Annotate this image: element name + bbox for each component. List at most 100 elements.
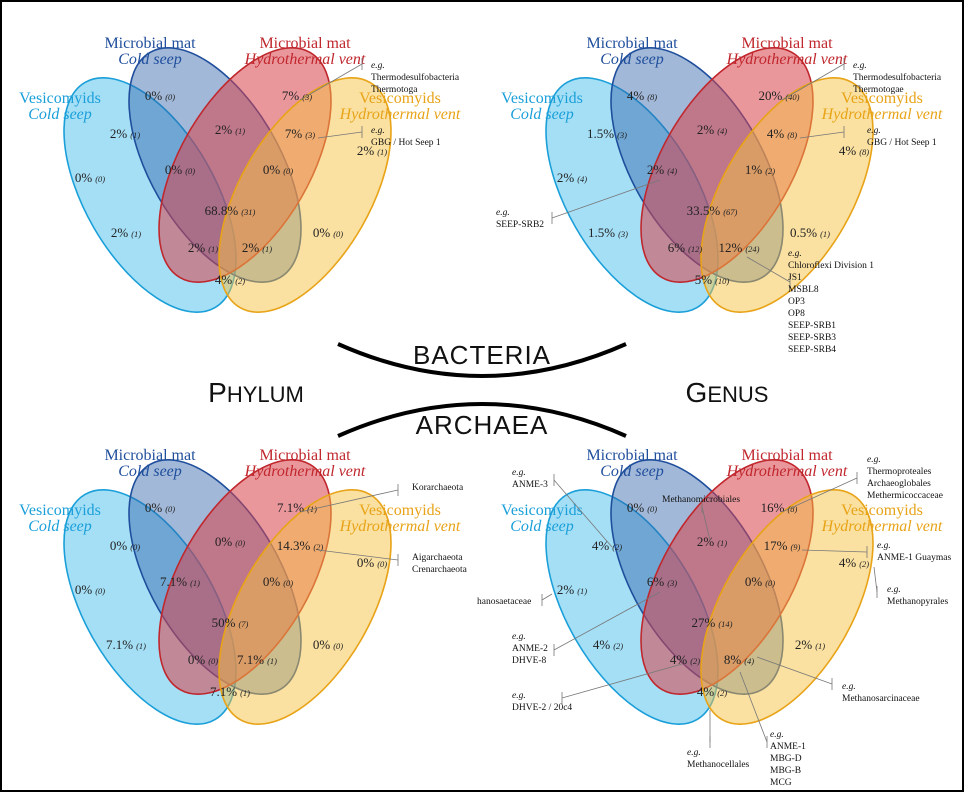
yellow-set-name: Vesicomyids	[359, 502, 441, 519]
genus-heading: GENUS	[686, 377, 769, 408]
annotation-cyan_blue-taxon: ANME-3	[512, 480, 548, 490]
region-cyan_red-value: 7.1%(1)	[106, 637, 146, 652]
annotation-cyan_blue_yellow-taxon: SEEP-SRB4	[788, 345, 836, 355]
region-yellow-value: 4%(2)	[839, 555, 869, 570]
annotation-red_yellow-leader	[317, 549, 399, 561]
region-cyan_red_yellow-value: 4%(2)	[670, 652, 700, 667]
annotation-red-taxon: Thermotogae	[853, 85, 904, 95]
annotation-red-taxon: Thermotoga	[371, 85, 418, 95]
annotation-cyan_blue_yellow-taxon: MBG-D	[770, 754, 802, 764]
region-all-value: 33.5%(67)	[687, 203, 738, 218]
annotation-blue_red-taxon: Methanomicrobiales	[662, 495, 740, 505]
annotation-red_yellow-taxon: GBG / Hot Seep 1	[371, 138, 441, 148]
annotation-red_yellow-taxon: Crenarchaeota	[412, 565, 468, 575]
annotation-red_yellow-leader	[801, 549, 868, 553]
cyan-set-name: Vesicomyids	[19, 502, 101, 519]
cyan-set-name: Vesicomyids	[501, 502, 583, 519]
region-cyan_red_yellow-value: 6%(12)	[668, 240, 703, 255]
annotation-yellow-leader	[873, 566, 878, 593]
blue-set-name: Microbial mat	[586, 447, 678, 464]
blue-set-name: Microbial mat	[104, 35, 196, 52]
annotation-blue_yellow-eg: e.g.	[842, 682, 856, 692]
region-red_yellow-value: 17%(9)	[764, 538, 801, 553]
red-set-name: Microbial mat	[741, 447, 833, 464]
blue-set-habitat: Cold seep	[600, 463, 664, 480]
upper-arc	[337, 342, 627, 378]
region-blue_red-value: 0%(0)	[215, 534, 245, 549]
region-cyan_red-value: 2%(1)	[111, 225, 141, 240]
annotation-red_yellow-leader	[799, 131, 845, 139]
region-cyan_blue-value: 2%(1)	[110, 126, 140, 141]
annotation-red-taxon: Thermodesulfobacteria	[853, 72, 942, 83]
annotation-red-taxon: Archaeoglobales	[867, 479, 931, 489]
blue-set-habitat: Cold seep	[118, 463, 182, 480]
region-yellow-value: 2%(1)	[357, 143, 387, 158]
cyan-set-habitat: Cold seep	[28, 518, 92, 535]
region-cyan_red_yellow-value: 2%(1)	[188, 240, 218, 255]
region-blue_red_yellow-value: 0%(0)	[263, 162, 293, 177]
region-all-value: 68.8%(31)	[205, 203, 256, 218]
region-yellow-value: 0%(0)	[357, 555, 387, 570]
annotation-red_yellow-taxon: GBG / Hot Seep 1	[867, 138, 937, 148]
annotation-red-taxon: Methermicoccaceae	[867, 491, 943, 501]
region-blue_yellow-value: 0%(0)	[313, 637, 343, 652]
annotation-yellow-taxon: Methanopyrales	[887, 597, 949, 607]
cyan-set-name: Vesicomyids	[19, 90, 101, 107]
annotation-cyan_blue_red-leader	[553, 591, 661, 651]
annotation-red_yellow-eg: e.g.	[371, 126, 385, 136]
red-set-habitat: Hydrothermal vent	[726, 463, 848, 480]
region-all-value: 50%(7)	[212, 615, 249, 630]
region-cyan-value: 0%(0)	[75, 170, 105, 185]
archaea-heading: ARCHAEA	[416, 410, 549, 440]
cyan-set-habitat: Cold seep	[28, 106, 92, 123]
yellow-set-ellipse	[700, 489, 874, 725]
annotation-red-leader	[299, 63, 363, 101]
region-cyan_yellow-value: 4%(2)	[697, 684, 727, 699]
bacteria-heading: BACTERIA	[413, 340, 551, 370]
yellow-set-habitat: Hydrothermal vent	[821, 106, 943, 123]
annotation-red_yellow-eg: e.g.	[877, 541, 891, 551]
blue-set-habitat: Cold seep	[118, 51, 182, 68]
region-blue_red_yellow-value: 1%(2)	[745, 162, 775, 177]
yellow-set-ellipse	[700, 77, 874, 313]
annotation-yellow-eg: e.g.	[887, 585, 901, 595]
region-blue-value: 0%(0)	[145, 500, 175, 515]
region-blue_red-value: 2%(1)	[697, 534, 727, 549]
lower-arc	[337, 402, 627, 438]
region-blue_yellow-value: 0.5%(1)	[790, 225, 830, 240]
region-blue_yellow-value: 0%(0)	[313, 225, 343, 240]
annotation-cyan_blue_red-taxon: ANME-2	[512, 644, 548, 654]
blue-set-habitat: Cold seep	[600, 51, 664, 68]
yellow-set-habitat: Hydrothermal vent	[339, 518, 461, 535]
annotation-red-eg: e.g.	[867, 455, 881, 465]
red-set-name: Microbial mat	[741, 35, 833, 52]
region-cyan_blue_yellow-value: 7.1%(1)	[237, 652, 277, 667]
region-red_yellow-value: 4%(8)	[767, 126, 797, 141]
annotation-cyan_red-eg: e.g.	[512, 691, 526, 701]
region-red_yellow-value: 7%(3)	[285, 126, 315, 141]
region-cyan_yellow-value: 4%(2)	[215, 272, 245, 287]
region-cyan-value: 2%(1)	[557, 582, 587, 597]
region-cyan_yellow-value: 7.1%(1)	[210, 684, 250, 699]
yellow-set-habitat: Hydrothermal vent	[821, 518, 943, 535]
annotation-cyan_blue_yellow-taxon: MSBL8	[788, 285, 819, 295]
region-red-value: 7%(3)	[282, 88, 312, 103]
region-blue-value: 0%(0)	[627, 500, 657, 515]
region-cyan_yellow-value: 5%(10)	[695, 272, 730, 287]
annotation-red_yellow-leader	[317, 131, 363, 139]
annotation-red-taxon: Korarchaeota	[412, 483, 464, 493]
region-blue-value: 0%(0)	[145, 88, 175, 103]
region-blue_red-value: 2%(1)	[215, 122, 245, 137]
region-blue_red_yellow-value: 0%(0)	[745, 574, 775, 589]
annotation-red-leader	[781, 477, 858, 513]
annotation-red-eg: e.g.	[853, 61, 867, 71]
annotation-red_yellow-taxon: ANME-1 Guaymas	[877, 553, 951, 563]
annotation-cyan_blue_yellow-taxon: MCG	[770, 778, 792, 788]
region-cyan_blue-value: 0%(0)	[110, 538, 140, 553]
yellow-set-name: Vesicomyids	[359, 90, 441, 107]
yellow-set-ellipse	[218, 489, 392, 725]
annotation-cyan_blue_yellow-leader	[746, 256, 791, 283]
